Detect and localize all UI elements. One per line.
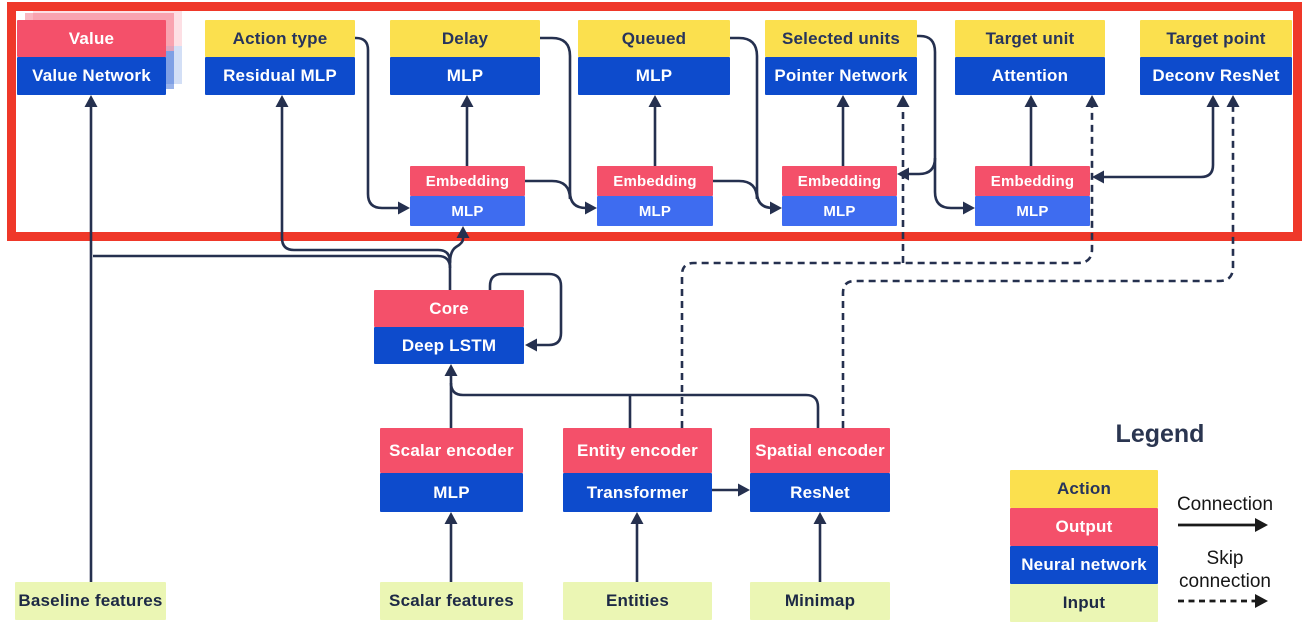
node-embedding-4-output-label: Embedding: [975, 166, 1090, 196]
node-target-point-action-label: Target point: [1140, 20, 1292, 57]
node-value-network-label: Value Network: [17, 57, 166, 95]
node-input-baseline-features: Baseline features: [15, 582, 166, 620]
node-target-unit: Target unit Attention: [955, 20, 1105, 95]
node-delay-action-label: Delay: [390, 20, 540, 57]
node-embedding-4-network-label: MLP: [975, 196, 1090, 226]
node-value-output-label: Value: [17, 20, 166, 57]
node-embedding-3-network-label: MLP: [782, 196, 897, 226]
input-baseline-features-label: Baseline features: [15, 582, 166, 620]
node-input-minimap: Minimap: [750, 582, 890, 620]
node-queued-network-label: MLP: [578, 57, 730, 95]
node-target-unit-network-label: Attention: [955, 57, 1105, 95]
solid-connections: [89, 34, 1215, 582]
legend-title: Legend: [1115, 420, 1205, 448]
node-input-entities: Entities: [563, 582, 712, 620]
node-spatial-encoder: Spatial encoder ResNet: [750, 428, 890, 512]
input-entities-label: Entities: [563, 582, 712, 620]
node-scalar-encoder: Scalar encoder MLP: [380, 428, 523, 512]
input-scalar-features-label: Scalar features: [380, 582, 523, 620]
node-embedding-2-network-label: MLP: [597, 196, 713, 226]
legend-arrows: [1178, 518, 1268, 608]
legend-action-label: Action: [1010, 470, 1158, 508]
arrowheads: [84, 95, 1240, 524]
skip-connections: [680, 107, 1235, 428]
legend-swatch-neural-network: Neural network: [1010, 546, 1158, 584]
node-embedding-2-output-label: Embedding: [597, 166, 713, 196]
node-embedding-1-output-label: Embedding: [410, 166, 525, 196]
node-selected-units-action-label: Selected units: [765, 20, 917, 57]
legend-input-label: Input: [1010, 584, 1158, 622]
legend-swatch-action: Action: [1010, 470, 1158, 508]
legend-neural-network-label: Neural network: [1010, 546, 1158, 584]
node-scalar-encoder-network-label: MLP: [380, 473, 523, 512]
node-embedding-3-output-label: Embedding: [782, 166, 897, 196]
node-delay: Delay MLP: [390, 20, 540, 95]
legend-swatch-output: Output: [1010, 508, 1158, 546]
node-embedding-4: Embedding MLP: [975, 166, 1090, 226]
node-entity-encoder: Entity encoder Transformer: [563, 428, 712, 512]
legend-swatch-input: Input: [1010, 584, 1158, 622]
node-core: Core Deep LSTM: [374, 290, 524, 364]
node-embedding-1: Embedding MLP: [410, 166, 525, 226]
node-core-output-label: Core: [374, 290, 524, 327]
node-embedding-2: Embedding MLP: [597, 166, 713, 226]
heads-highlight-frame: [7, 2, 1302, 241]
node-spatial-encoder-network-label: ResNet: [750, 473, 890, 512]
node-queued-action-label: Queued: [578, 20, 730, 57]
node-action-type-network-label: Residual MLP: [205, 57, 355, 95]
node-core-network-label: Deep LSTM: [374, 327, 524, 364]
node-target-point: Target point Deconv ResNet: [1140, 20, 1292, 95]
node-embedding-3: Embedding MLP: [782, 166, 897, 226]
node-delay-network-label: MLP: [390, 57, 540, 95]
node-spatial-encoder-output-label: Spatial encoder: [750, 428, 890, 473]
legend-skip-connection-label: Skip connection: [1179, 548, 1271, 592]
node-entity-encoder-network-label: Transformer: [563, 473, 712, 512]
node-value: Value Value Network: [17, 20, 166, 95]
legend-output-label: Output: [1010, 508, 1158, 546]
legend-connection-label: Connection: [1176, 494, 1274, 515]
node-selected-units-network-label: Pointer Network: [765, 57, 917, 95]
node-scalar-encoder-output-label: Scalar encoder: [380, 428, 523, 473]
node-target-unit-action-label: Target unit: [955, 20, 1105, 57]
input-minimap-label: Minimap: [750, 582, 890, 620]
node-input-scalar-features: Scalar features: [380, 582, 523, 620]
node-embedding-1-network-label: MLP: [410, 196, 525, 226]
node-queued: Queued MLP: [578, 20, 730, 95]
node-selected-units: Selected units Pointer Network: [765, 20, 917, 95]
node-target-point-network-label: Deconv ResNet: [1140, 57, 1292, 95]
node-action-type: Action type Residual MLP: [205, 20, 355, 95]
node-entity-encoder-output-label: Entity encoder: [563, 428, 712, 473]
node-action-type-action-label: Action type: [205, 20, 355, 57]
